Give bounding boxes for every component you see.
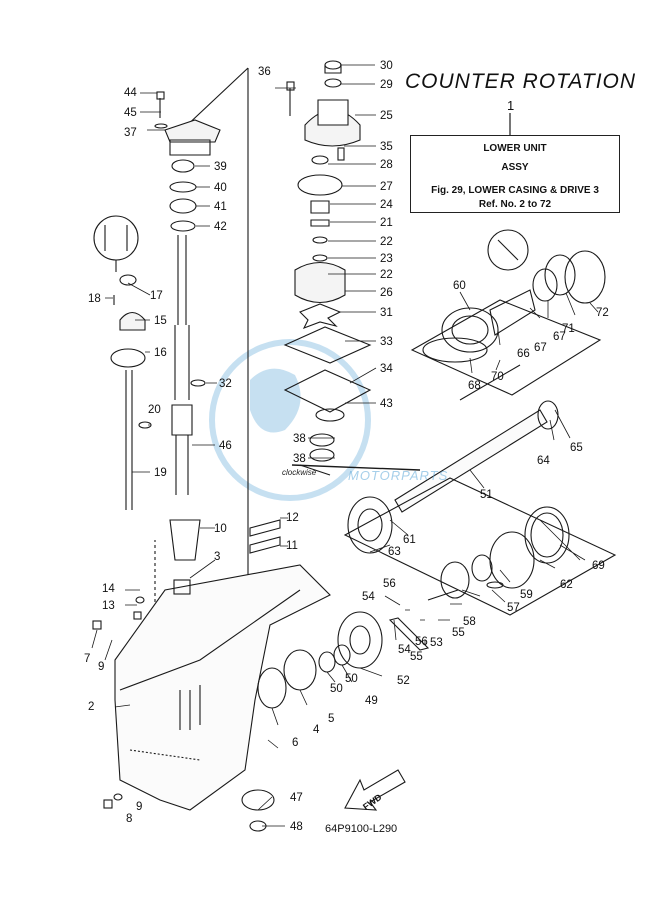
part-number-label: 13 <box>102 600 115 612</box>
part-number-label: 56 <box>383 578 396 590</box>
part-number-label: 21 <box>380 217 393 229</box>
part-number-label: 28 <box>380 159 393 171</box>
part-number-label: 54 <box>362 591 375 603</box>
part-number-label: 42 <box>214 221 227 233</box>
part-number-label: 14 <box>102 583 115 595</box>
part-number-label: 47 <box>290 792 303 804</box>
part-number-label: 64 <box>537 455 550 467</box>
part-number-label: 63 <box>388 546 401 558</box>
part-number-label: 69 <box>592 560 605 572</box>
watermark-globe <box>209 339 371 501</box>
part-number-label: 55 <box>410 651 423 663</box>
drawing-code: 64P9100-L290 <box>325 823 398 835</box>
part-number-label: 6 <box>292 737 298 749</box>
part-number-label: 3 <box>214 551 220 563</box>
watermark-text: MOTORPARTS <box>348 468 449 483</box>
part-number-label: 5 <box>328 713 334 725</box>
part-number-label: 25 <box>380 110 393 122</box>
part-number-label: 41 <box>214 201 227 213</box>
reference-number: 1 <box>507 98 515 113</box>
part-number-label: 32 <box>219 378 232 390</box>
part-number-label: 48 <box>290 821 303 833</box>
part-number-label: 24 <box>380 199 393 211</box>
part-number-label: 31 <box>380 307 393 319</box>
part-number-label: 51 <box>480 489 493 501</box>
part-number-label: 4 <box>313 724 320 736</box>
part-number-label: 19 <box>154 467 167 479</box>
part-number-label: 50 <box>345 673 358 685</box>
info-line-ref: Ref. No. 2 to 72 <box>478 199 552 210</box>
part-number-label: 18 <box>88 293 101 305</box>
part-number-label: 2 <box>88 701 94 713</box>
rotation-label: clockwise <box>282 468 317 477</box>
diagram-title: COUNTER ROTATION <box>405 70 637 93</box>
part-number-label: 22 <box>380 269 393 281</box>
part-number-label: 27 <box>380 181 393 193</box>
part-number-label: 50 <box>330 683 343 695</box>
part-number-label: 65 <box>570 442 583 454</box>
part-number-label: 62 <box>560 579 573 591</box>
part-number-label: 23 <box>380 253 393 265</box>
fwd-arrow-icon <box>344 769 406 811</box>
info-line-fig: Fig. 29, LOWER CASING & DRIVE 3 <box>431 185 599 196</box>
part-number-label: 10 <box>214 523 227 535</box>
part-number-label: 57 <box>507 602 520 614</box>
part-number-label: 67 <box>553 331 566 343</box>
part-number-label: 20 <box>148 404 161 416</box>
part-number-label: 37 <box>124 127 137 139</box>
part-number-label: 66 <box>517 348 530 360</box>
part-number-label: 68 <box>468 380 481 392</box>
info-line-lower-unit: LOWER UNIT <box>483 143 547 154</box>
part-number-label: 9 <box>98 661 104 673</box>
part-number-label: 45 <box>124 107 137 119</box>
part-number-label: 36 <box>258 66 271 78</box>
info-line-assy: ASSY <box>501 162 529 173</box>
part-number-label: 16 <box>154 347 167 359</box>
part-number-label: 58 <box>463 616 476 628</box>
part-number-label: 54 <box>398 644 411 656</box>
part-number-label: 40 <box>214 182 227 194</box>
part-number-label: 70 <box>491 371 504 383</box>
part-number-label: 7 <box>84 653 90 665</box>
part-number-label: 52 <box>397 675 410 687</box>
part-number-label: 55 <box>452 627 465 639</box>
part-number-label: 38 <box>293 433 306 445</box>
part-number-label: 9 <box>136 801 142 813</box>
part-number-label: 12 <box>286 512 299 524</box>
part-number-label: 35 <box>380 141 393 153</box>
part-number-label: 11 <box>286 540 298 552</box>
part-number-label: 59 <box>520 589 533 601</box>
part-number-label: 29 <box>380 79 393 91</box>
part-number-label: 49 <box>365 695 378 707</box>
part-number-label: 61 <box>403 534 416 546</box>
part-number-label: 22 <box>380 236 393 248</box>
part-number-label: 46 <box>219 440 232 452</box>
part-number-label: 67 <box>534 342 547 354</box>
part-number-label: 39 <box>214 161 227 173</box>
part-number-label: 43 <box>380 398 393 410</box>
part-number-label: 38 <box>293 453 306 465</box>
part-number-label: 8 <box>126 813 132 825</box>
part-number-labels: 3029362535282724212223222631333443383844… <box>84 60 609 833</box>
part-number-label: 33 <box>380 336 393 348</box>
part-number-label: 72 <box>596 307 609 319</box>
part-number-label: 44 <box>124 87 137 99</box>
part-number-label: 30 <box>380 60 393 72</box>
part-number-label: 60 <box>453 280 466 292</box>
part-number-label: 53 <box>430 637 443 649</box>
part-number-label: 26 <box>380 287 393 299</box>
part-number-label: 56 <box>415 636 428 648</box>
part-number-label: 71 <box>562 323 575 335</box>
assembly-info-box: LOWER UNIT ASSY Fig. 29, LOWER CASING & … <box>410 135 620 213</box>
part-number-label: 34 <box>380 363 393 375</box>
part-number-label: 15 <box>154 315 167 327</box>
part-number-label: 17 <box>150 290 163 302</box>
